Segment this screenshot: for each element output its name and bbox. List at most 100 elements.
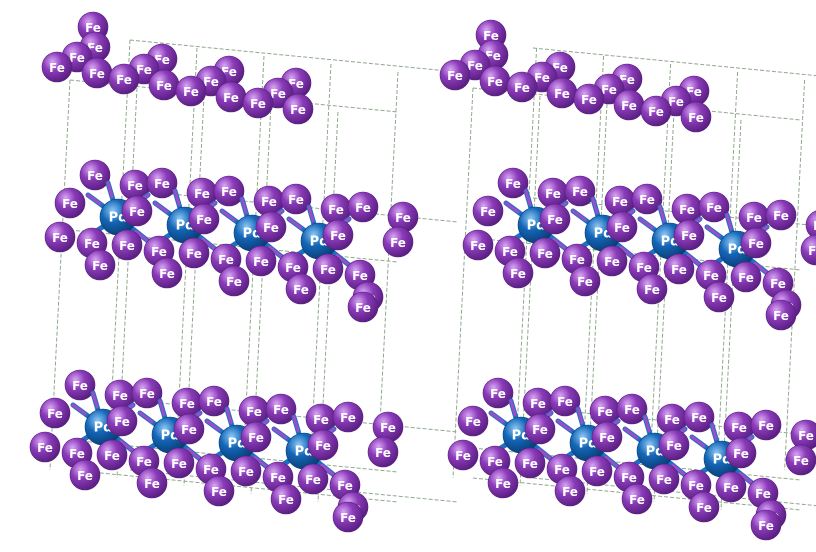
fe-atom: Fe — [680, 101, 712, 133]
fe-atom-sphere — [29, 431, 61, 463]
fe-atom-sphere — [41, 51, 73, 83]
fe-atom: Fe — [785, 444, 816, 476]
fe-atom: Fe — [265, 393, 297, 425]
fe-atom-sphere — [497, 167, 529, 199]
fe-atom: Fe — [367, 436, 399, 468]
fe-atom: Fe — [750, 409, 782, 441]
fe-atom: Fe — [613, 89, 645, 121]
fe-atom-sphere — [242, 87, 274, 119]
fe-atom: Fe — [581, 455, 613, 487]
bond — [201, 237, 217, 251]
fe-atom: Fe — [387, 201, 419, 233]
bond — [106, 181, 114, 199]
bond — [292, 415, 300, 433]
fe-atom: Fe — [64, 369, 96, 401]
fe-atom-sphere — [108, 63, 140, 95]
fe-atom-sphere — [730, 261, 762, 293]
cell-edge-back — [583, 55, 605, 447]
fe-atom: Fe — [163, 447, 195, 479]
fe-atom-sphere — [39, 397, 71, 429]
fe-atom-sphere — [312, 253, 344, 285]
fe-atom: Fe — [591, 421, 623, 453]
fe-atom: Fe — [178, 237, 210, 269]
bond — [119, 439, 135, 453]
cell-edge-back — [516, 47, 538, 439]
fe-atom: Fe — [215, 81, 247, 113]
bond — [710, 423, 718, 441]
fe-atom-sphere — [636, 273, 668, 305]
fe-atom: Fe — [524, 413, 556, 445]
fe-atom: Fe — [218, 265, 250, 297]
bond — [738, 471, 754, 485]
fe-atom-sphere — [462, 229, 494, 261]
fe-atom: Fe — [322, 219, 354, 251]
fe-atom-sphere — [163, 447, 195, 479]
fe-atom: Fe — [282, 93, 314, 125]
bond — [253, 455, 269, 469]
fe-atom: Fe — [84, 249, 116, 281]
fe-atom: Fe — [529, 237, 561, 269]
fe-atom: Fe — [29, 431, 61, 463]
fe-atom-sphere — [457, 405, 489, 437]
fe-atom: Fe — [482, 377, 514, 409]
middle-fepd-layer: FeFeFeFeFeFeFeFeFeFePdPdPdPdFeFeFeFeFeFe… — [462, 167, 816, 331]
bond — [571, 209, 587, 222]
fe-atom: Fe — [270, 483, 302, 515]
fe-atom-sphere — [372, 411, 404, 443]
cell-plane-edge — [129, 39, 459, 73]
bond — [658, 205, 666, 223]
fe-atom: Fe — [725, 437, 757, 469]
fe-atom-sphere — [805, 210, 816, 240]
fe-atom-sphere — [322, 219, 354, 251]
fe-atom-sphere — [725, 437, 757, 469]
fe-atom: Fe — [740, 227, 772, 259]
fe-atom-sphere — [439, 59, 471, 91]
fe-atom: Fe — [347, 191, 379, 223]
fe-atom-sphere — [307, 429, 339, 461]
fe-atom-sphere — [188, 203, 220, 235]
fe-atom-sphere — [347, 291, 379, 323]
fe-atom-sphere — [213, 175, 245, 207]
fe-atom: Fe — [472, 195, 504, 227]
fe-atom-sphere — [506, 71, 538, 103]
fe-atom-sphere — [382, 226, 414, 258]
fe-atom-sphere — [270, 483, 302, 515]
fe-atom-sphere — [175, 75, 207, 107]
bond — [153, 201, 169, 214]
fe-atom-sphere — [688, 491, 720, 523]
fe-atom-sphere — [663, 253, 695, 285]
fe-atom: Fe — [108, 63, 140, 95]
fe-atom: Fe — [39, 397, 71, 429]
fe-atom: Fe — [750, 509, 782, 541]
fe-atom-sphere — [680, 101, 712, 133]
fe-atom: Fe — [688, 491, 720, 523]
fe-atom: Fe — [69, 459, 101, 491]
fe-atom: Fe — [479, 65, 511, 97]
fe-atom-sphere — [96, 439, 128, 471]
fe-atom: Fe — [621, 483, 653, 515]
fe-atom: Fe — [382, 226, 414, 258]
bond — [335, 253, 351, 267]
fe-atom-sphere — [616, 393, 648, 425]
fe-atom: Fe — [573, 83, 605, 115]
fe-atom: Fe — [447, 439, 479, 471]
fe-atom: Fe — [188, 203, 220, 235]
fe-atom: Fe — [730, 261, 762, 293]
fe-atom-sphere — [81, 57, 113, 89]
fe-atom-sphere — [106, 405, 138, 437]
fe-atom-sphere — [347, 191, 379, 223]
fe-atom-sphere — [84, 249, 116, 281]
bond — [638, 217, 654, 230]
fe-atom-sphere — [282, 93, 314, 125]
fe-atom-sphere — [447, 439, 479, 471]
fe-atom-sphere — [750, 509, 782, 541]
fe-atom-sphere — [297, 463, 329, 495]
bond — [686, 253, 702, 267]
bond — [576, 407, 584, 425]
fe-atom-sphere — [640, 95, 672, 127]
fe-atom: Fe — [173, 413, 205, 445]
fe-atom: Fe — [502, 257, 534, 289]
fe-atom-sphere — [482, 377, 514, 409]
fe-atom-sphere — [765, 299, 797, 331]
fe-atom: Fe — [439, 59, 471, 91]
